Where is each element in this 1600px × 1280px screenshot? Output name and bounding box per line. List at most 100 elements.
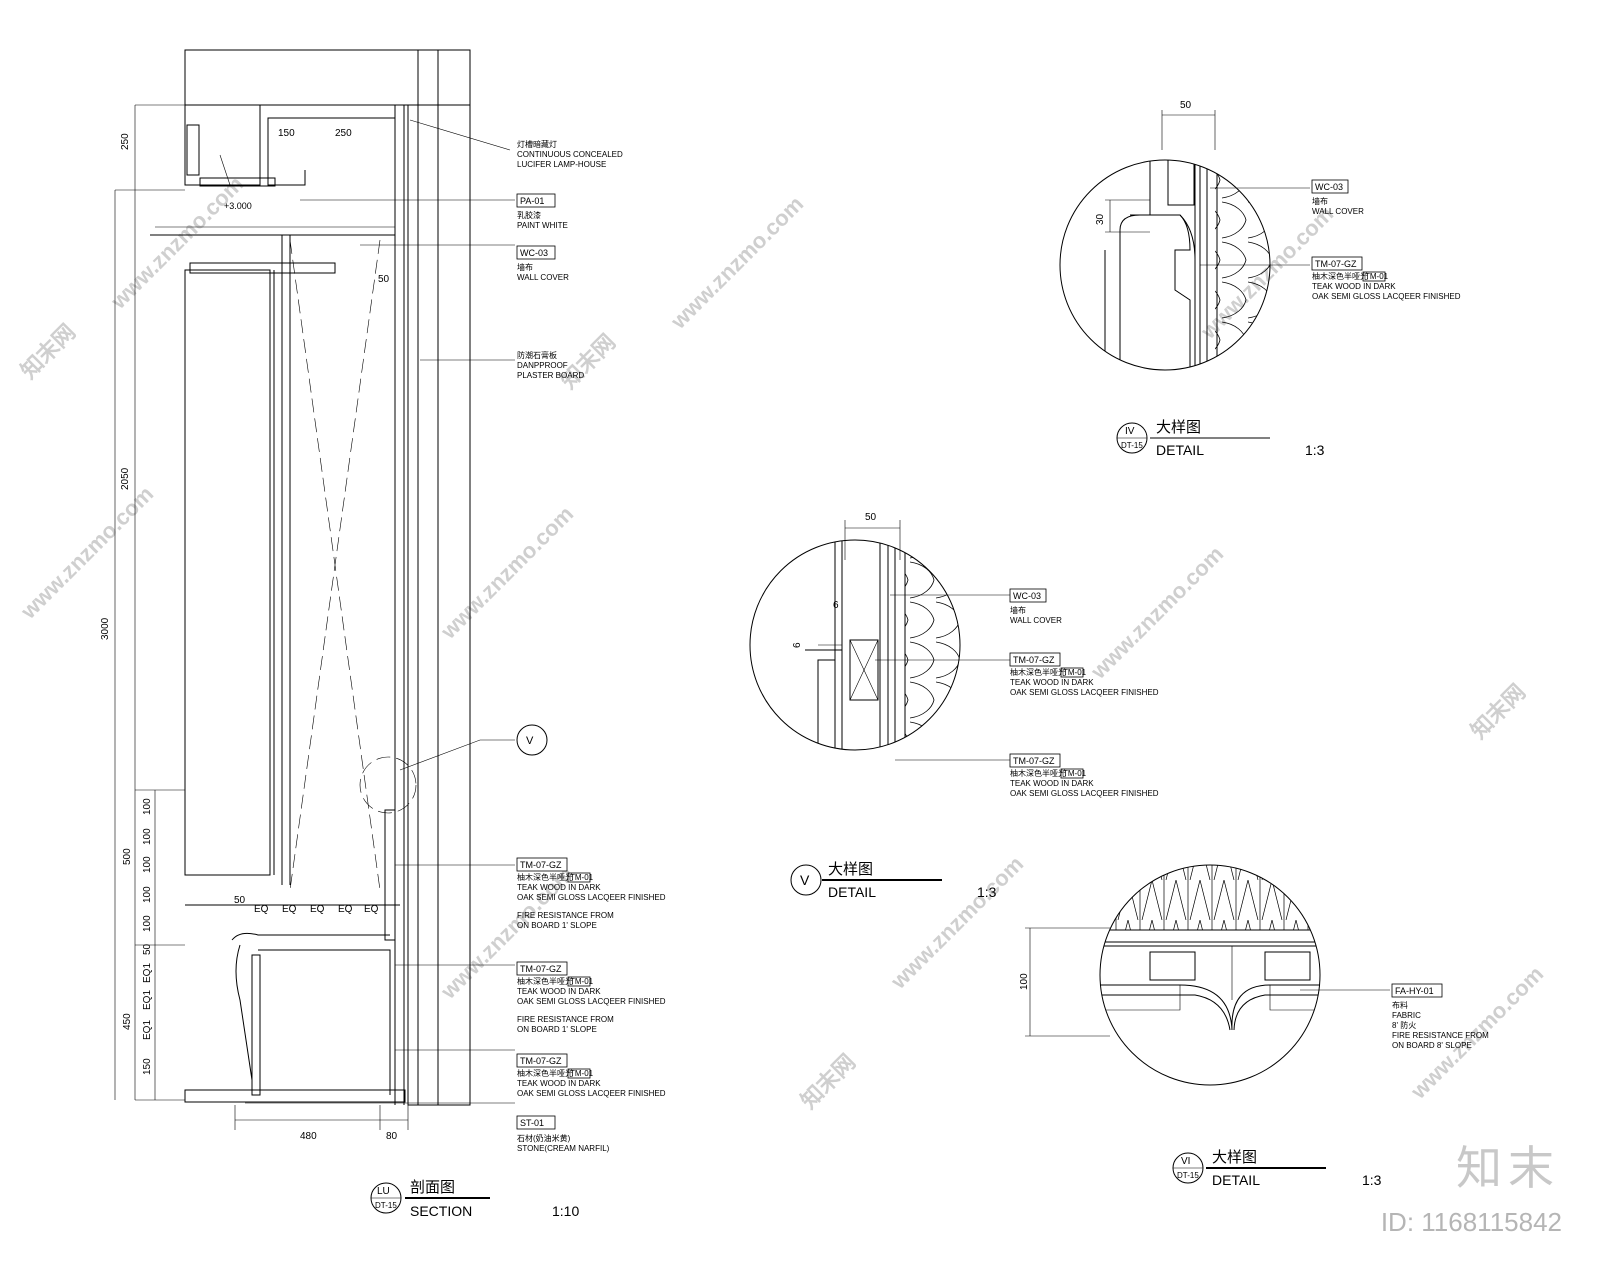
watermark-site: www.znzmo.com: [1085, 541, 1228, 684]
callout-vi-fabric: FA-HY-01 布料 FABRIC 8' 防火 FIRE RESISTANCE…: [1391, 983, 1489, 1050]
svg-text:墙布: 墙布: [517, 262, 533, 272]
detail-vi-scale: 1:3: [1362, 1172, 1382, 1188]
svg-text:乳胶漆: 乳胶漆: [517, 210, 541, 220]
svg-text:150: 150: [142, 1058, 153, 1075]
svg-text:OAK SEMI GLOSS LACQEER FINISHE: OAK SEMI GLOSS LACQEER FINISHED: [1010, 789, 1159, 798]
svg-text:FA-HY-01: FA-HY-01: [1395, 986, 1434, 996]
svg-text:EQ: EQ: [254, 904, 269, 915]
svg-text:TEAK WOOD IN DARK: TEAK WOOD IN DARK: [517, 987, 601, 996]
watermark-site: www.znzmo.com: [15, 481, 158, 624]
svg-text:100: 100: [142, 856, 153, 873]
svg-text:250: 250: [335, 128, 352, 139]
dim-250: 250: [120, 133, 131, 150]
detail-iv-title-en: DETAIL: [1156, 442, 1204, 458]
svg-text:OAK SEMI GLOSS LACQEER FINISHE: OAK SEMI GLOSS LACQEER FINISHED: [517, 1089, 666, 1098]
svg-text:柚木深色半哑光: 柚木深色半哑光: [517, 872, 573, 882]
detail-v-drawing: [749, 520, 1010, 761]
svg-text:500: 500: [122, 848, 133, 865]
detail-iv-scale: 1:3: [1305, 442, 1325, 458]
svg-text:TM-07-GZ: TM-07-GZ: [1315, 259, 1357, 269]
svg-text:TM-07-GZ: TM-07-GZ: [520, 860, 562, 870]
svg-text:WALL COVER: WALL COVER: [1312, 207, 1364, 216]
svg-text:EQ: EQ: [282, 904, 297, 915]
svg-text:柚木深色半哑光: 柚木深色半哑光: [517, 976, 573, 986]
svg-text:TM-01: TM-01: [1063, 769, 1087, 778]
svg-text:柚木深色半哑光: 柚木深色半哑光: [1312, 271, 1368, 281]
svg-text:DT-15: DT-15: [375, 1201, 397, 1210]
watermark-logo: 知末网: [1466, 679, 1530, 743]
callout-iv-wall-cover: WC-03 墙布 WALL COVER: [1311, 179, 1364, 216]
svg-text:CONTINUOUS CONCEALED: CONTINUOUS CONCEALED: [517, 150, 623, 159]
detail-vi-title-en: DETAIL: [1212, 1172, 1260, 1188]
svg-text:石材(奶油米黄): 石材(奶油米黄): [517, 1133, 571, 1143]
svg-text:PA-01: PA-01: [520, 196, 544, 206]
svg-text:柚木深色半哑光: 柚木深色半哑光: [517, 1068, 573, 1078]
svg-text:FIRE RESISTANCE FROM: FIRE RESISTANCE FROM: [517, 1015, 614, 1024]
detail-iv-title-block: IV DT-15 大样图 DETAIL 1:3: [1116, 419, 1325, 458]
callout-lamp-house: 灯槽暗藏灯 CONTINUOUS CONCEALED LUCIFER LAMP-…: [517, 139, 623, 169]
svg-text:LUCIFER LAMP-HOUSE: LUCIFER LAMP-HOUSE: [517, 160, 606, 169]
svg-text:TEAK WOOD IN DARK: TEAK WOOD IN DARK: [517, 1079, 601, 1088]
detail-v-title-en: DETAIL: [828, 884, 876, 900]
svg-text:柚木深色半哑光: 柚木深色半哑光: [1010, 768, 1066, 778]
svg-text:WC-03: WC-03: [1013, 591, 1041, 601]
callout-stone: ST-01 石材(奶油米黄) STONE(CREAM NARFIL): [516, 1115, 610, 1153]
detail-callout-mark: V: [526, 735, 534, 747]
svg-text:ON BOARD 1' SLOPE: ON BOARD 1' SLOPE: [517, 1025, 597, 1034]
svg-text:100: 100: [142, 915, 153, 932]
detail-iv-mark: IV: [1125, 426, 1135, 437]
svg-text:WC-03: WC-03: [1315, 182, 1343, 192]
detail-v-title-cn: 大样图: [828, 861, 873, 878]
svg-text:WALL COVER: WALL COVER: [1010, 616, 1062, 625]
svg-text:8' 防火: 8' 防火: [1392, 1020, 1416, 1030]
detail-v-title-block: V 大样图 DETAIL 1:3: [790, 861, 997, 900]
svg-text:EQ: EQ: [364, 904, 379, 915]
svg-text:TM-07-GZ: TM-07-GZ: [520, 1056, 562, 1066]
section-dimensions: 250 2050 3000 100 100 100 100 100 500 50…: [100, 128, 534, 1142]
callout-teak-3: TM-07-GZ TM-01 柚木深色半哑光 TEAK WOOD IN DARK…: [516, 1053, 666, 1098]
svg-text:TEAK WOOD IN DARK: TEAK WOOD IN DARK: [1010, 779, 1094, 788]
svg-text:OAK SEMI GLOSS LACQEER FINISHE: OAK SEMI GLOSS LACQEER FINISHED: [1312, 292, 1461, 301]
svg-text:FIRE RESISTANCE FROM: FIRE RESISTANCE FROM: [517, 911, 614, 920]
detail-iv-labels: 50 30 WC-03 墙布 WALL COVER TM-07-GZ TM-01…: [1095, 100, 1461, 458]
callout-teak-2: TM-07-GZ TM-01 柚木深色半哑光 TEAK WOOD IN DARK…: [516, 961, 666, 1034]
detail-v-labels: 50 6 6 WC-03 墙布 WALL COVER TM-07-GZ TM-0…: [790, 512, 1159, 900]
svg-text:450: 450: [122, 1013, 133, 1030]
watermark-site: www.znzmo.com: [105, 171, 248, 314]
svg-text:100: 100: [142, 886, 153, 903]
svg-text:DT-15: DT-15: [1177, 1171, 1199, 1180]
svg-text:墙布: 墙布: [1312, 196, 1328, 206]
svg-text:80: 80: [386, 1131, 398, 1142]
svg-text:TM-01: TM-01: [570, 977, 594, 986]
svg-text:FABRIC: FABRIC: [1392, 1011, 1421, 1020]
svg-text:EQ1: EQ1: [142, 990, 153, 1010]
detail-v-mark: V: [800, 872, 810, 888]
level-mark: +3.000: [224, 201, 252, 211]
svg-text:墙布: 墙布: [1010, 605, 1026, 615]
dim-v-6b: 6: [792, 642, 803, 648]
svg-text:DANPPROOF: DANPPROOF: [517, 361, 568, 370]
svg-text:PLASTER BOARD: PLASTER BOARD: [517, 371, 584, 380]
svg-text:TM-07-GZ: TM-07-GZ: [520, 964, 562, 974]
callout-v-wall-cover: WC-03 墙布 WALL COVER: [1009, 588, 1062, 625]
watermark-logo: 知末网: [16, 319, 80, 383]
svg-text:TM-01: TM-01: [1365, 272, 1389, 281]
watermark-logo: 知末网: [796, 1049, 860, 1113]
svg-text:TM-01: TM-01: [570, 1069, 594, 1078]
svg-text:TEAK WOOD IN DARK: TEAK WOOD IN DARK: [517, 883, 601, 892]
svg-text:灯槽暗藏灯: 灯槽暗藏灯: [517, 139, 557, 149]
detail-vi-drawing: [1025, 864, 1390, 1086]
svg-text:TEAK WOOD IN DARK: TEAK WOOD IN DARK: [1010, 678, 1094, 687]
svg-text:TM-07-GZ: TM-07-GZ: [1013, 756, 1055, 766]
svg-text:ST-01: ST-01: [520, 1118, 544, 1128]
detail-v-scale: 1:3: [977, 884, 997, 900]
svg-text:50: 50: [378, 274, 390, 285]
svg-text:EQ: EQ: [310, 904, 325, 915]
dim-iv-50: 50: [1180, 100, 1192, 111]
watermark-site: www.znzmo.com: [435, 501, 578, 644]
detail-vi-title-cn: 大样图: [1212, 1149, 1257, 1166]
dim-v-50: 50: [865, 512, 877, 523]
svg-text:布料: 布料: [1392, 1000, 1408, 1010]
svg-text:PAINT WHITE: PAINT WHITE: [517, 221, 568, 230]
